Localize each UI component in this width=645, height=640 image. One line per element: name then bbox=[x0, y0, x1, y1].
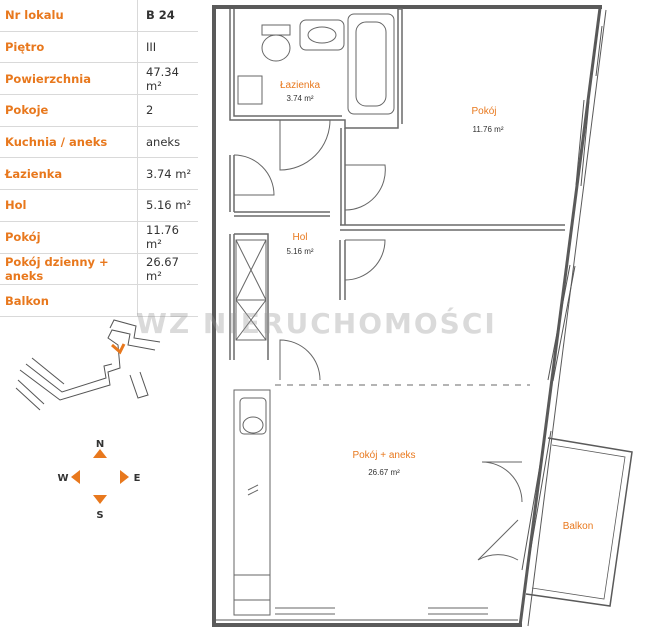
door-balcony-bottom-icon bbox=[477, 519, 519, 561]
room-area-pokoj: 11.76 m² bbox=[473, 125, 504, 134]
door-balcony-top-icon bbox=[481, 461, 523, 503]
balcony bbox=[525, 437, 633, 607]
interior-walls bbox=[229, 8, 565, 386]
door-hall-icon bbox=[279, 339, 321, 381]
spec-value: 2 bbox=[137, 94, 198, 127]
compass-east-label: E bbox=[134, 473, 141, 484]
spec-value: 5.16 m² bbox=[137, 189, 198, 222]
kitchen-sink-icon bbox=[239, 397, 267, 435]
spec-label: Pokój dzienny + aneks bbox=[0, 253, 138, 286]
location-map bbox=[15, 319, 161, 411]
doors bbox=[233, 119, 523, 561]
spec-value bbox=[137, 284, 198, 317]
spec-value: aneks bbox=[137, 126, 198, 159]
spec-value: III bbox=[137, 31, 198, 64]
room-area-lazienka: 3.74 m² bbox=[286, 94, 313, 103]
spec-label: Kuchnia / aneks bbox=[0, 126, 138, 159]
stove-icon bbox=[247, 484, 259, 496]
spec-label: Hol bbox=[0, 189, 138, 222]
south-arrow-icon bbox=[93, 495, 107, 504]
door-living-icon bbox=[344, 239, 386, 281]
room-name-hol: Hol bbox=[292, 232, 307, 243]
north-arrow-icon bbox=[93, 449, 107, 458]
spec-label: Balkon bbox=[0, 284, 138, 317]
spec-label: Łazienka bbox=[0, 157, 138, 191]
room-name-balkon: Balkon bbox=[563, 521, 594, 532]
room-name-lazienka: Łazienka bbox=[280, 80, 320, 91]
spec-value: 47.34 m² bbox=[137, 62, 198, 96]
room-name-pokoj: Pokój bbox=[471, 106, 496, 117]
room-area-pokoj-aneks: 26.67 m² bbox=[368, 468, 400, 477]
spec-value: 11.76 m² bbox=[137, 221, 198, 254]
compass: N S W E bbox=[57, 439, 140, 521]
spec-label: Pokoje bbox=[0, 94, 138, 127]
spec-value: 3.74 m² bbox=[137, 157, 198, 191]
west-arrow-icon bbox=[71, 470, 80, 484]
spec-label: Pokój bbox=[0, 221, 138, 254]
compass-west-label: W bbox=[57, 473, 68, 484]
south-windows bbox=[275, 607, 488, 615]
spec-label: Piętro bbox=[0, 31, 138, 64]
spec-row: Balkon bbox=[0, 284, 198, 317]
door-bathroom-icon bbox=[279, 119, 331, 171]
room-labels: Łazienka 3.74 m² Pokój 11.76 m² Hol 5.16… bbox=[280, 80, 593, 532]
spec-value: B 24 bbox=[137, 0, 198, 32]
compass-north-label: N bbox=[96, 439, 104, 450]
spec-label: Nr lokalu bbox=[0, 0, 138, 32]
spec-label: Powierzchnia bbox=[0, 62, 138, 96]
toilet-icon bbox=[261, 34, 291, 62]
room-area-hol: 5.16 m² bbox=[286, 247, 313, 256]
sink-icon bbox=[299, 19, 345, 51]
wardrobe bbox=[235, 239, 267, 341]
watermark: WZ NIERUCHOMOŚCI bbox=[136, 307, 497, 340]
door-room-icon bbox=[344, 164, 386, 211]
spec-value: 26.67 m² bbox=[137, 253, 198, 286]
door-entrance-icon bbox=[233, 154, 275, 196]
east-arrow-icon bbox=[120, 470, 129, 484]
bathtub-icon bbox=[347, 13, 395, 115]
room-name-pokoj-aneks: Pokój + aneks bbox=[352, 450, 415, 461]
kitchen-counter bbox=[233, 389, 271, 616]
east-windows bbox=[521, 24, 603, 572]
compass-south-label: S bbox=[96, 510, 103, 521]
bathroom-fixtures bbox=[237, 13, 395, 115]
